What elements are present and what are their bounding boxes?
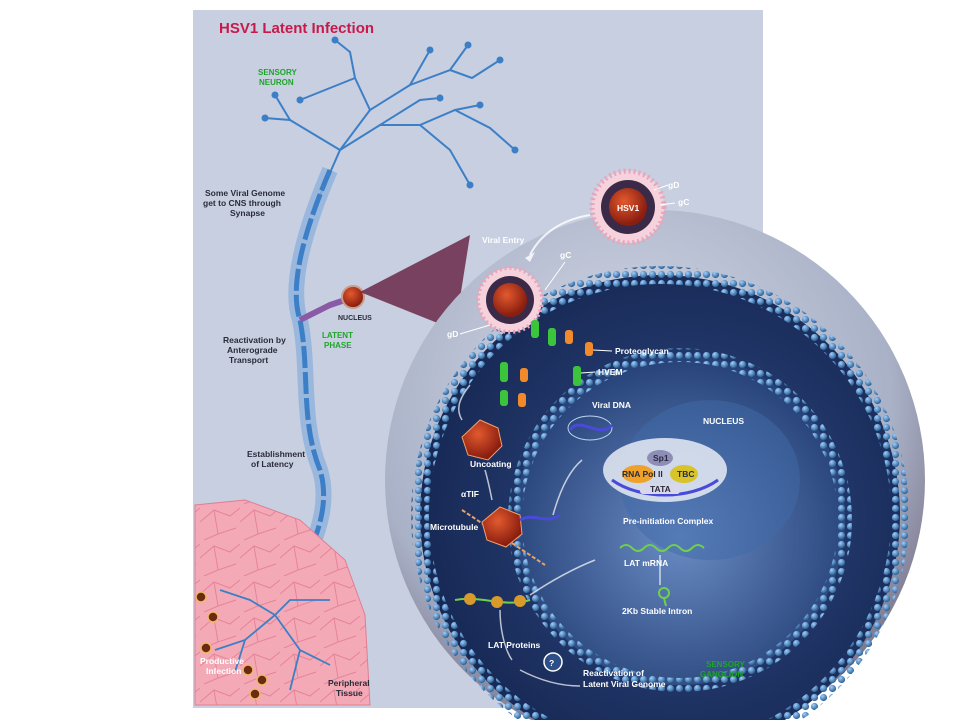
cell-membrane: [411, 266, 909, 720]
lat-mrna-label: LAT mRNA: [624, 558, 668, 568]
question-label: ?: [549, 658, 554, 668]
latent-phase-label-2: PHASE: [324, 341, 352, 350]
ganglion-magnified: [385, 210, 925, 720]
hsv1-virion: HSV1: [589, 168, 667, 246]
sp1-label: Sp1: [653, 453, 669, 463]
zoom-connector: [360, 235, 470, 330]
reactivation-anterograde-label-1: Reactivation by: [223, 335, 286, 345]
reactivation-anterograde-label-2: Anterograde: [227, 345, 278, 355]
reactivation-latent-label-1: Reactivation of: [583, 668, 644, 678]
entering-virion: [476, 266, 544, 334]
reactivation-anterograde-label-3: Transport: [229, 355, 268, 365]
diagram-title: HSV1 Latent Infection: [219, 20, 374, 37]
establishment-label-1: Establishment: [247, 449, 305, 459]
some-viral-genome-label-1: Some Viral Genome: [205, 188, 285, 198]
microtubule-label: Microtubule: [430, 522, 478, 532]
tata-label: TATA: [650, 484, 671, 494]
gc-top-label: gC: [678, 197, 689, 207]
stable-intron-label: 2Kb Stable Intron: [622, 606, 692, 616]
sensory-neuron-label-2: NEURON: [259, 78, 294, 87]
peripheral-tissue-label-1: Peripheral: [328, 678, 370, 688]
latent-phase-label-1: LATENT: [322, 331, 353, 340]
lat-proteins-label: LAT Proteins: [488, 640, 541, 650]
stable-intron: [658, 587, 670, 607]
neuron-nucleus: [341, 285, 365, 309]
sensory-neuron-label-1: SENSORY: [258, 68, 297, 77]
viral-entry-label: Viral Entry: [482, 235, 525, 245]
question-circle: [543, 652, 563, 672]
lat-mrna: [619, 544, 705, 552]
establishment-label-2: of Latency: [251, 459, 294, 469]
nucleus-small-label: NUCLEUS: [338, 315, 372, 322]
uncoating-capsid: [461, 419, 503, 461]
receptors: [500, 320, 593, 407]
viral-dna: [567, 415, 614, 441]
some-viral-genome-label-3: Synapse: [230, 208, 265, 218]
viral-entry-arrow: [529, 214, 591, 256]
peripheral-tissue-label-2: Tissue: [336, 688, 363, 698]
viral-dna-label: Viral DNA: [592, 400, 631, 410]
productive-infection-label-1: Productive: [200, 656, 244, 666]
reactivation-latent-label-2: Latent Viral Genome: [583, 679, 666, 689]
uncoating-label: Uncoating: [470, 459, 512, 469]
gd-top-label: gD: [668, 180, 679, 190]
hsv1-label: HSV1: [617, 203, 639, 213]
sensory-ganglion-label-2: GANGLION: [700, 670, 743, 679]
lat-proteins: [454, 593, 531, 608]
proteoglycan-label: Proteoglycan: [615, 346, 669, 356]
pre-initiation-complex: [603, 438, 727, 502]
atif-label: αTIF: [461, 489, 479, 499]
pre-initiation-label: Pre-initiation Complex: [623, 516, 713, 526]
sensory-ganglion-label-1: SENSORY: [706, 660, 745, 669]
rna-pol-label: RNA Pol II: [622, 469, 663, 479]
nucleus-big-label: NUCLEUS: [703, 416, 744, 426]
hvem-label: HVEM: [598, 367, 623, 377]
gc-mid-label: gC: [560, 250, 571, 260]
peripheral-tissue: [194, 499, 371, 706]
gd-mid-label: gD: [447, 329, 458, 339]
capsid-docking: [481, 506, 561, 548]
tbc-label: TBC: [677, 469, 694, 479]
infected-cells: [195, 591, 268, 700]
some-viral-genome-label-2: get to CNS through: [203, 198, 281, 208]
productive-infection-label-2: Infection: [206, 666, 241, 676]
